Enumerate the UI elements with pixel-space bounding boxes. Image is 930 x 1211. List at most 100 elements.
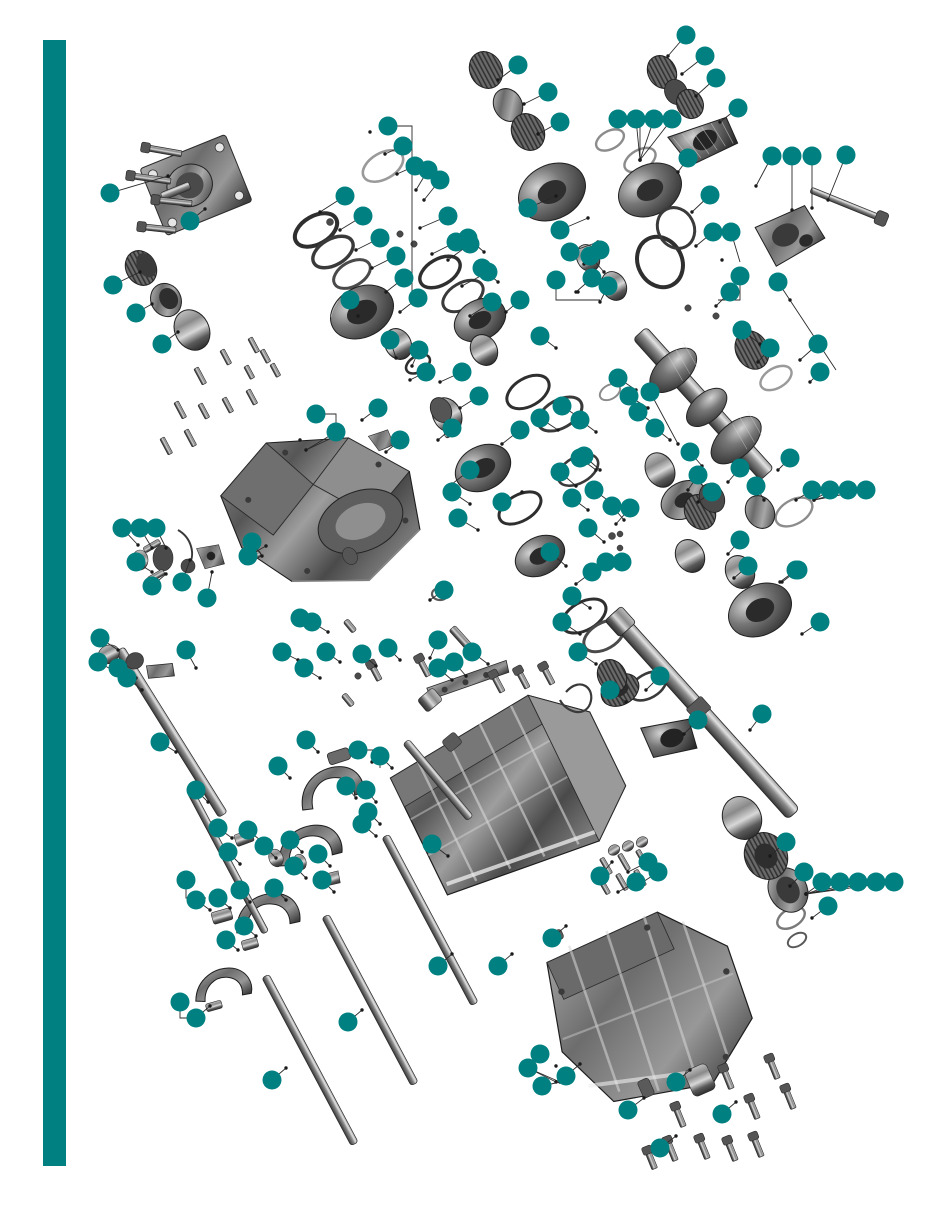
callout-marker[interactable] [338,1012,358,1032]
callout-marker[interactable] [335,186,355,206]
callout-marker[interactable] [142,576,162,596]
callout-marker[interactable] [552,396,572,416]
callout-marker[interactable] [612,552,632,572]
callout-marker[interactable] [176,870,196,890]
callout-marker[interactable] [356,780,376,800]
callout-marker[interactable] [550,462,570,482]
callout-marker[interactable] [760,338,780,358]
callout-marker[interactable] [600,680,620,700]
callout-marker[interactable] [186,1008,206,1028]
callout-marker[interactable] [100,183,120,203]
callout-marker[interactable] [186,780,206,800]
callout-marker[interactable] [738,556,758,576]
callout-marker[interactable] [590,866,610,886]
callout-marker[interactable] [130,518,150,538]
callout-marker[interactable] [666,1072,686,1092]
callout-marker[interactable] [326,422,346,442]
callout-marker[interactable] [626,109,646,129]
callout-marker[interactable] [394,268,414,288]
callout-marker[interactable] [678,148,698,168]
callout-marker[interactable] [602,496,622,516]
callout-marker[interactable] [312,870,332,890]
callout-marker[interactable] [762,146,782,166]
callout-marker[interactable] [812,872,832,892]
callout-marker[interactable] [730,266,750,286]
callout-marker[interactable] [618,1100,638,1120]
callout-marker[interactable] [838,480,858,500]
callout-marker[interactable] [818,896,838,916]
callout-marker[interactable] [416,362,436,382]
callout-marker[interactable] [380,330,400,350]
callout-marker[interactable] [434,580,454,600]
callout-marker[interactable] [428,630,448,650]
callout-marker[interactable] [208,888,228,908]
callout-marker[interactable] [186,890,206,910]
callout-marker[interactable] [103,275,123,295]
callout-marker[interactable] [242,532,262,552]
callout-marker[interactable] [866,872,886,892]
callout-marker[interactable] [238,820,258,840]
callout-marker[interactable] [568,642,588,662]
callout-marker[interactable] [306,404,326,424]
callout-marker[interactable] [680,442,700,462]
callout-marker[interactable] [540,542,560,562]
callout-marker[interactable] [284,856,304,876]
callout-marker[interactable] [268,756,288,776]
callout-marker[interactable] [562,488,582,508]
callout-marker[interactable] [340,290,360,310]
callout-marker[interactable] [590,240,610,260]
callout-marker[interactable] [518,1058,538,1078]
callout-marker[interactable] [578,518,598,538]
callout-marker[interactable] [90,628,110,648]
callout-marker[interactable] [712,1104,732,1124]
callout-marker[interactable] [442,418,462,438]
callout-marker[interactable] [508,55,528,75]
callout-marker[interactable] [619,386,639,406]
callout-marker[interactable] [728,98,748,118]
callout-marker[interactable] [620,498,640,518]
callout-marker[interactable] [438,206,458,226]
callout-marker[interactable] [218,842,238,862]
callout-marker[interactable] [428,956,448,976]
callout-marker[interactable] [393,136,413,156]
callout-marker[interactable] [370,228,390,248]
callout-marker[interactable] [556,1066,576,1086]
callout-marker[interactable] [88,652,108,672]
callout-marker[interactable] [776,832,796,852]
callout-marker[interactable] [336,776,356,796]
callout-marker[interactable] [409,340,429,360]
callout-marker[interactable] [126,303,146,323]
callout-marker[interactable] [732,320,752,340]
callout-markers[interactable] [88,25,904,1158]
callout-marker[interactable] [700,185,720,205]
callout-marker[interactable] [676,25,696,45]
callout-marker[interactable] [560,242,580,262]
callout-marker[interactable] [296,730,316,750]
callout-marker[interactable] [884,872,904,892]
callout-marker[interactable] [538,82,558,102]
callout-marker[interactable] [442,482,462,502]
callout-marker[interactable] [352,644,372,664]
callout-marker[interactable] [570,448,590,468]
callout-marker[interactable] [596,552,616,572]
callout-marker[interactable] [368,398,388,418]
callout-marker[interactable] [230,880,250,900]
callout-marker[interactable] [746,476,766,496]
callout-marker[interactable] [348,740,368,760]
callout-marker[interactable] [570,410,590,430]
callout-marker[interactable] [782,146,802,166]
callout-marker[interactable] [650,666,670,686]
callout-marker[interactable] [234,916,254,936]
callout-marker[interactable] [810,362,830,382]
callout-marker[interactable] [264,878,284,898]
callout-marker[interactable] [780,448,800,468]
callout-marker[interactable] [706,68,726,88]
callout-marker[interactable] [628,402,648,422]
callout-marker[interactable] [378,116,398,136]
callout-marker[interactable] [530,326,550,346]
callout-marker[interactable] [172,572,192,592]
callout-marker[interactable] [294,658,314,678]
callout-marker[interactable] [272,642,292,662]
callout-marker[interactable] [352,814,372,834]
callout-marker[interactable] [802,146,822,166]
